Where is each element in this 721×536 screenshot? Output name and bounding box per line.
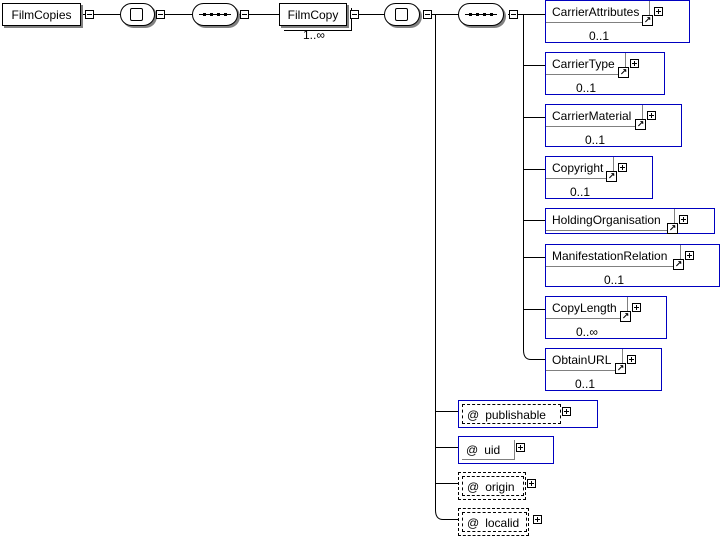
reference-arrow-icon: ↗ — [606, 171, 617, 182]
expand-toggle[interactable] — [516, 443, 525, 452]
attribute-at-icon: @ — [467, 480, 480, 494]
filmcopy-collapse-toggle[interactable] — [350, 10, 359, 19]
filmcopy-element-label: FilmCopy — [287, 8, 339, 22]
filmcopy-element[interactable]: FilmCopy — [279, 3, 347, 26]
expand-toggle[interactable] — [685, 251, 694, 260]
sequence-icon-2 — [465, 13, 497, 16]
attribute-at-icon: @ — [467, 408, 480, 422]
child-label: CopyLength — [552, 301, 617, 315]
child-cardinality: 0..1 — [604, 273, 625, 287]
choice-icon-2 — [395, 8, 408, 21]
child-cardinality: 0..∞ — [576, 325, 598, 339]
root-element-label: FilmCopies — [11, 8, 72, 22]
attribute-at-icon: @ — [466, 443, 479, 457]
root-collapse-toggle[interactable] — [85, 10, 94, 19]
child-label: CarrierType — [552, 57, 615, 71]
reference-arrow-icon: ↗ — [615, 363, 626, 374]
attribute-uid[interactable]: @ uid — [458, 436, 554, 464]
filmcopy-cardinality: 1..∞ — [303, 28, 325, 42]
child-label: CarrierAttributes — [552, 5, 640, 19]
child-name: ObtainURL — [546, 349, 623, 371]
child-name: Copyright — [546, 157, 614, 179]
attribute-name: @ localid — [462, 512, 527, 532]
attribute-localid[interactable]: @ localid — [458, 508, 542, 536]
child-label: Copyright — [552, 161, 604, 175]
reference-arrow-icon: ↗ — [667, 223, 678, 234]
attribute-label: localid — [485, 516, 520, 530]
child-name: CarrierAttributes — [546, 1, 650, 23]
expand-toggle[interactable] — [527, 479, 536, 488]
choice-icon — [130, 8, 143, 21]
expand-toggle[interactable] — [654, 7, 663, 16]
child-cardinality: 0..1 — [576, 81, 597, 95]
child-cardinality: 0..1 — [585, 133, 606, 147]
child-label: HoldingOrganisation — [552, 213, 661, 227]
child-name: ManifestationRelation — [546, 245, 681, 267]
attribute-label: publishable — [485, 408, 546, 422]
attribute-at-icon: @ — [467, 516, 480, 530]
reference-arrow-icon: ↗ — [673, 259, 684, 270]
expand-toggle[interactable] — [562, 407, 571, 416]
child-label: CarrierMaterial — [552, 109, 632, 123]
attribute-name: @ publishable — [462, 404, 561, 424]
child-cardinality: 0..1 — [589, 29, 610, 43]
choice-collapse-toggle[interactable] — [156, 10, 165, 19]
reference-arrow-icon: ↗ — [635, 119, 646, 130]
child-name: HoldingOrganisation — [546, 209, 675, 231]
child-copyright[interactable]: Copyright ↗ 0..1 — [545, 156, 653, 199]
child-label: ManifestationRelation — [552, 249, 668, 263]
root-element[interactable]: FilmCopies — [2, 3, 81, 26]
child-obtainurl[interactable]: ObtainURL ↗ 0..1 — [545, 348, 662, 391]
sequence-icon — [199, 13, 231, 16]
sequence-2-collapse-toggle[interactable] — [509, 10, 518, 19]
expand-toggle[interactable] — [679, 215, 688, 224]
child-cardinality: 0..1 — [570, 185, 591, 199]
sequence-compositor-2 — [458, 3, 504, 26]
expand-toggle[interactable] — [618, 163, 627, 172]
reference-arrow-icon: ↗ — [620, 311, 631, 322]
child-carrierattributes[interactable]: CarrierAttributes ↗ 0..1 — [545, 0, 690, 43]
child-copylength[interactable]: CopyLength ↗ 0..∞ — [545, 296, 667, 339]
sequence-compositor — [192, 3, 238, 26]
expand-toggle[interactable] — [632, 303, 641, 312]
choice-2-collapse-toggle[interactable] — [423, 10, 432, 19]
expand-toggle[interactable] — [630, 59, 639, 68]
attribute-name: @ origin — [462, 476, 524, 496]
attribute-origin[interactable]: @ origin — [458, 472, 536, 500]
child-name: CarrierType — [546, 53, 626, 75]
choice-compositor-2 — [384, 3, 420, 26]
child-name: CarrierMaterial — [546, 105, 643, 127]
child-manifestationrelation[interactable]: ManifestationRelation ↗ 0..1 — [545, 244, 720, 287]
attribute-label: origin — [485, 480, 515, 494]
sequence-collapse-toggle[interactable] — [240, 10, 249, 19]
choice-compositor — [120, 3, 155, 26]
expand-toggle[interactable] — [627, 355, 636, 364]
child-carriermaterial[interactable]: CarrierMaterial ↗ 0..1 — [545, 104, 682, 147]
attribute-publishable[interactable]: @ publishable — [458, 400, 598, 428]
child-name: CopyLength — [546, 297, 628, 319]
reference-arrow-icon: ↗ — [618, 67, 629, 78]
child-holdingorganisation[interactable]: HoldingOrganisation ↗ — [545, 208, 715, 234]
child-cardinality: 0..1 — [575, 377, 596, 391]
child-carriertype[interactable]: CarrierType ↗ 0..1 — [545, 52, 665, 95]
expand-toggle[interactable] — [533, 515, 542, 524]
attribute-label: uid — [484, 443, 501, 457]
attribute-name: @ uid — [462, 440, 515, 460]
reference-arrow-icon: ↗ — [642, 15, 653, 26]
expand-toggle[interactable] — [647, 111, 656, 120]
child-label: ObtainURL — [552, 353, 612, 367]
